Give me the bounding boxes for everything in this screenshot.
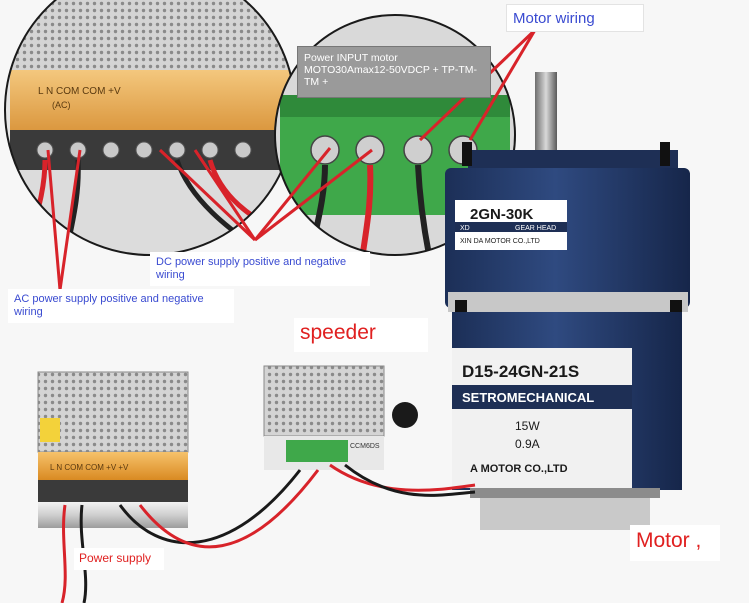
motor-model-text: D15-24GN-21S	[462, 362, 579, 381]
motor-body	[452, 312, 682, 530]
gearhead-model-text: 2GN-30K	[470, 206, 534, 223]
speeder-label: speeder	[294, 318, 428, 352]
gearhead-maker-text: XIN DA MOTOR CO.,LTD	[460, 238, 540, 245]
power-input-label: Power INPUT motor MOTO30Amax12-50VDCP + …	[297, 46, 491, 98]
psu-closeup-ac-mark: (AC)	[52, 100, 71, 110]
gearhead-brand-text: XD	[460, 225, 470, 232]
motor-power-text: 15W	[515, 419, 540, 433]
motor-line-text: SETROMECHANICAL	[462, 390, 594, 405]
gearhead-type-text: GEAR HEAD	[515, 225, 556, 232]
ac-wiring-label: AC power supply positive and negative wi…	[8, 289, 234, 323]
pointer-lines	[46, 28, 537, 291]
power-supply-unit	[37, 371, 189, 528]
motor-shaft	[535, 72, 557, 162]
motor-label: Motor ,	[630, 525, 720, 561]
speed-controller	[263, 365, 418, 470]
power-supply-label: Power supply	[74, 548, 164, 570]
motor-maker-text: A MOTOR CO.,LTD	[470, 463, 568, 475]
dc-wiring-label: DC power supply positive and negative wi…	[150, 252, 370, 286]
psu-terminal-text: L N COM COM +V +V	[50, 463, 129, 472]
gearhead	[445, 142, 690, 322]
psu-closeup-terminal-text: L N COM COM +V	[38, 86, 121, 97]
motor-current-text: 0.9A	[515, 437, 540, 451]
motor-wiring-label: Motor wiring	[506, 4, 644, 32]
speeder-label-text: CCM6DS	[350, 443, 380, 450]
